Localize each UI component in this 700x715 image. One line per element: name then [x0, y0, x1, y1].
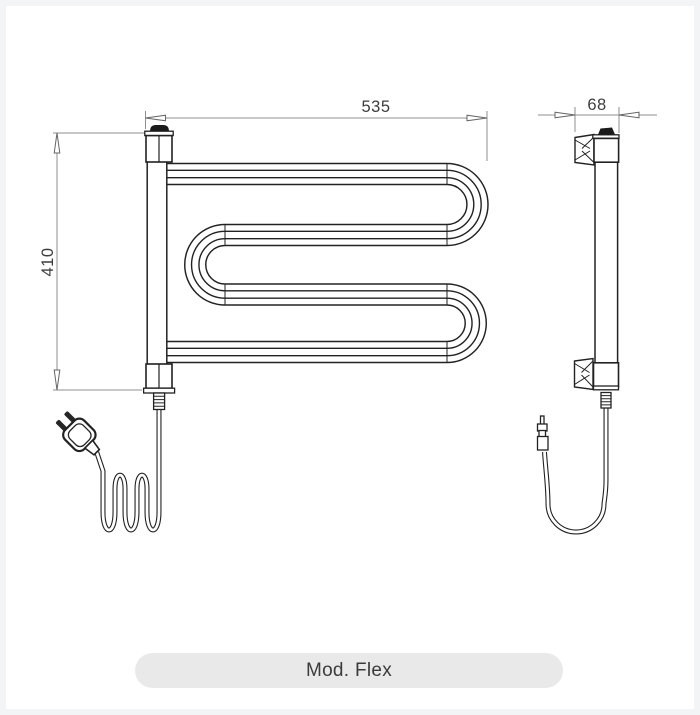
plug-face — [67, 423, 92, 448]
arrowhead-top — [53, 132, 61, 154]
model-label: Mod. Flex — [305, 659, 393, 681]
side-top-block — [593, 137, 620, 163]
dim-label-depth: 68 — [587, 96, 606, 114]
dim-label-width: 535 — [361, 98, 390, 116]
mount-bar — [146, 135, 168, 365]
front-view — [55, 125, 489, 533]
ext-lines-410 — [53, 132, 146, 391]
side-bottom-flange — [592, 385, 620, 391]
dim-label-height: 410 — [39, 247, 57, 276]
cord-outline — [94, 409, 162, 533]
side-top-cap — [598, 127, 615, 135]
front-serpentine-tubes — [166, 162, 489, 364]
dimension-width-535: 535 — [145, 98, 488, 161]
side-bar — [594, 137, 619, 366]
cord-core — [95, 409, 161, 532]
bottom-bracket-facets — [574, 360, 594, 388]
arrowhead-left — [145, 114, 166, 122]
side-cord-gland — [600, 391, 612, 409]
model-pill: Mod. Flex — [135, 653, 563, 688]
arrowhead-inward-right — [618, 111, 640, 119]
dimension-depth-68: 68 — [538, 96, 657, 133]
side-plug-body — [536, 435, 549, 451]
tube-inner-lines — [166, 169, 482, 357]
side-view — [536, 127, 620, 535]
side-power-cord-loop — [542, 404, 609, 535]
tube-inner-fill — [166, 171, 481, 355]
tube-joint-ticks — [224, 163, 448, 363]
arrowhead-right — [466, 114, 488, 122]
cord-gland-ribs — [153, 395, 165, 407]
side-cord-core — [543, 404, 608, 534]
bottom-flange — [142, 387, 176, 394]
cord-gland — [152, 392, 166, 411]
side-cord-outline — [542, 404, 609, 535]
tube-outer-fill — [166, 164, 488, 362]
side-plug — [536, 415, 549, 451]
dimension-height-410: 410 — [39, 132, 146, 391]
plug-strain-relief — [83, 439, 101, 456]
arrowhead-bottom — [53, 369, 61, 391]
top-bracket-facets — [574, 136, 595, 163]
tube-outer-silhouette — [166, 162, 489, 364]
side-mounting-bar — [573, 127, 620, 409]
side-cord-gland-ribs — [601, 395, 611, 406]
side-bottom-block — [592, 361, 620, 388]
top-cap-dome — [150, 125, 169, 131]
power-plug — [55, 411, 101, 456]
arrowhead-inward-left — [554, 111, 576, 119]
power-cord-coil — [94, 409, 162, 533]
front-mounting-bar — [142, 125, 176, 411]
ext-lines-535 — [145, 111, 488, 161]
ext-lines-68 — [574, 107, 620, 133]
